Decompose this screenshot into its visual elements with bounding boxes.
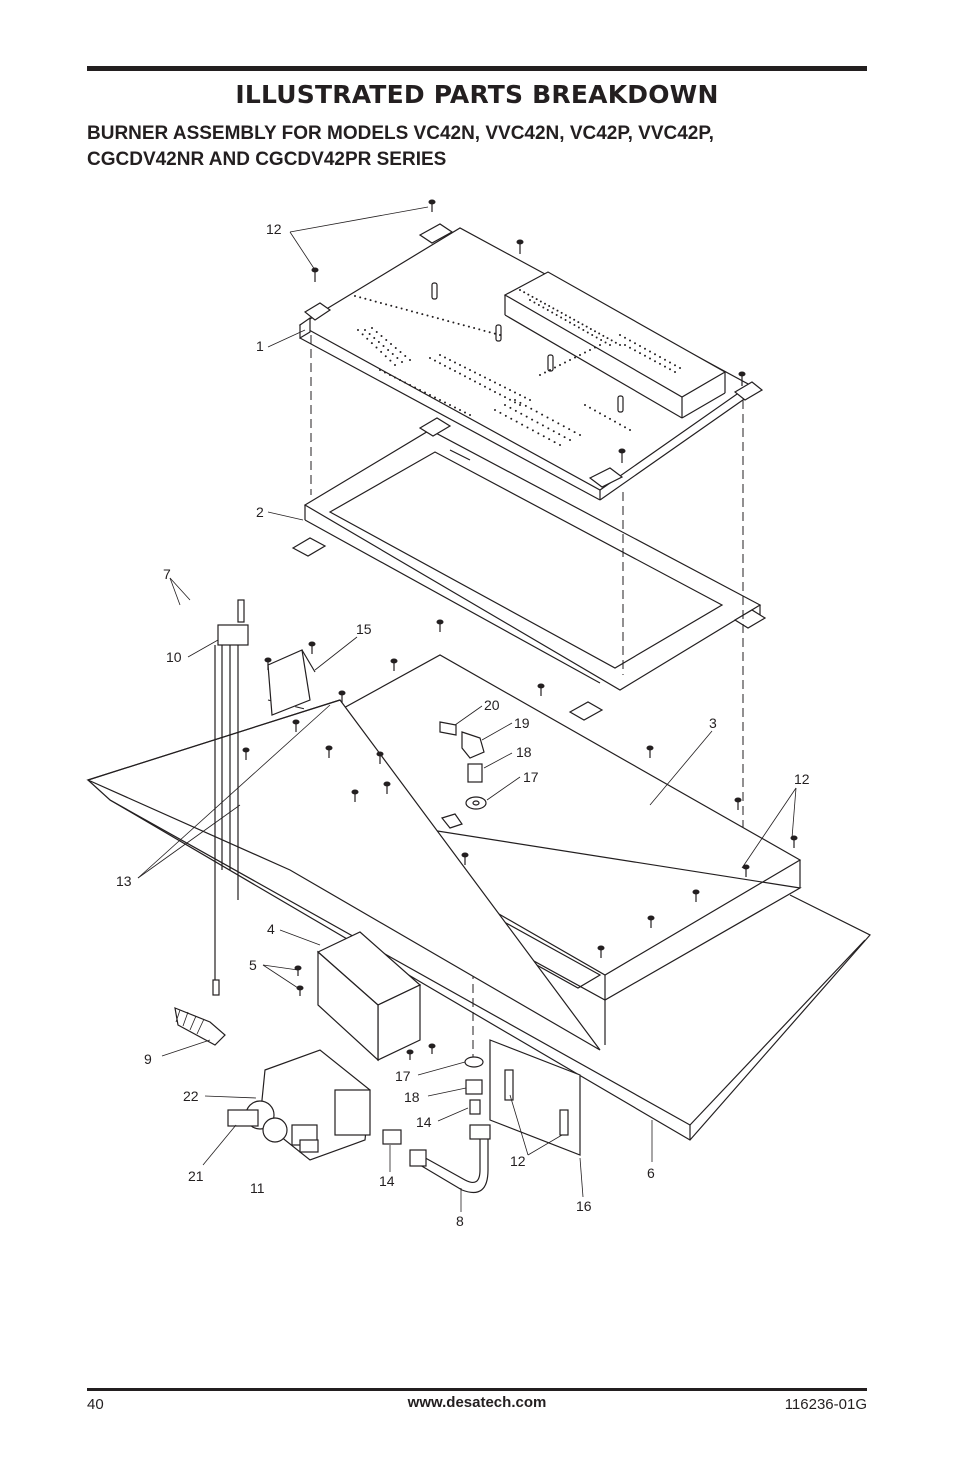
callout-11: 11 [250, 1180, 265, 1196]
leader-lines [137, 206, 797, 1212]
part-4-bracket [316, 931, 422, 1062]
callout-6: 6 [647, 1165, 655, 1181]
callout-18: 18 [404, 1089, 420, 1105]
orifice-parts [439, 721, 487, 1115]
callout-16: 16 [576, 1198, 592, 1214]
callout-17: 17 [395, 1068, 411, 1084]
callout-22: 22 [183, 1088, 199, 1104]
page-subtitle: BURNER ASSEMBLY FOR MODELS VC42N, VVC42N… [87, 121, 847, 173]
callout-18: 18 [516, 744, 532, 760]
page-title: ILLUSTRATED PARTS BREAKDOWN [235, 80, 719, 109]
callout-7: 7 [163, 566, 171, 582]
callout-12: 12 [794, 771, 810, 787]
callout-5: 5 [249, 957, 257, 973]
callout-19: 19 [514, 715, 530, 731]
gas-valve-assembly [227, 1049, 371, 1161]
callout-12: 12 [266, 221, 282, 237]
part-8-gas-line [409, 1124, 491, 1194]
callout-14: 14 [416, 1114, 432, 1130]
callout-13: 13 [116, 873, 132, 889]
callout-21: 21 [188, 1168, 204, 1184]
part-6-base-tray [86, 699, 871, 1141]
subtitle-line-2: CGCDV42NR AND CGCDV42PR SERIES [87, 149, 447, 170]
pilot-assembly [212, 599, 316, 996]
part-14-fitting [382, 1129, 402, 1145]
callout-12: 12 [510, 1153, 526, 1169]
part-9-fitting [174, 1007, 226, 1046]
part-1-burner-plate [298, 223, 764, 501]
callout-labels: 12 1 2 7 10 15 20 19 18 17 3 12 13 4 5 9… [116, 221, 810, 1229]
callout-8: 8 [456, 1213, 464, 1229]
part-16-mounting-plate [489, 1039, 581, 1156]
callout-2: 2 [256, 504, 264, 520]
callout-17: 17 [523, 769, 539, 785]
header-rule [87, 66, 867, 71]
footer-rule [87, 1388, 867, 1391]
callout-1: 1 [256, 338, 264, 354]
page-number: 40 [87, 1396, 104, 1413]
callout-20: 20 [484, 697, 500, 713]
screws [242, 199, 798, 1060]
website-link[interactable]: www.desatech.com [407, 1394, 547, 1411]
callout-9: 9 [144, 1051, 152, 1067]
callout-10: 10 [166, 649, 182, 665]
part-2-frame [291, 417, 767, 721]
document-number: 116236-01G [784, 1396, 867, 1413]
callout-3: 3 [709, 715, 717, 731]
subtitle-line-1: BURNER ASSEMBLY FOR MODELS VC42N, VVC42N… [87, 123, 714, 144]
callout-14: 14 [379, 1173, 395, 1189]
callout-15: 15 [356, 621, 372, 637]
callout-4: 4 [267, 921, 275, 937]
